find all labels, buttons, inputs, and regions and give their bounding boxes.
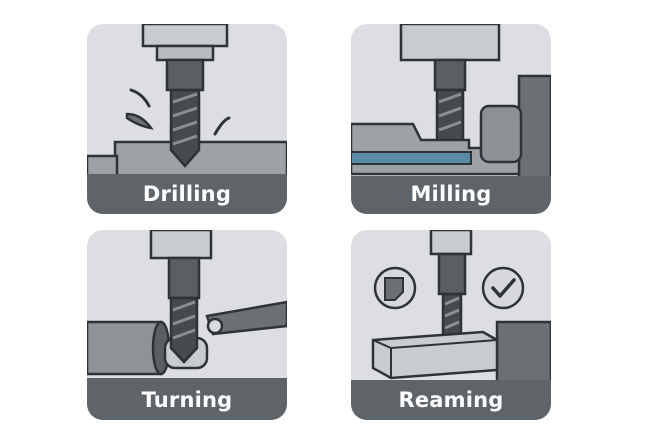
milling-label: Milling	[410, 182, 492, 206]
reaming-panel: Reaming	[351, 230, 551, 420]
drilling-label: Drilling	[142, 182, 232, 206]
milling-panel: Milling	[351, 24, 551, 214]
square-part-icon	[373, 266, 417, 310]
reaming-label: Reaming	[398, 388, 504, 412]
turning-panel: Turning	[87, 230, 287, 420]
turning-illustration	[87, 230, 287, 420]
drilling-illustration	[87, 24, 287, 214]
reaming-illustration	[351, 230, 551, 420]
check-icon	[481, 266, 525, 310]
milling-illustration	[351, 24, 551, 214]
drilling-panel: Drilling	[87, 24, 287, 214]
turning-label: Turning	[141, 388, 233, 412]
